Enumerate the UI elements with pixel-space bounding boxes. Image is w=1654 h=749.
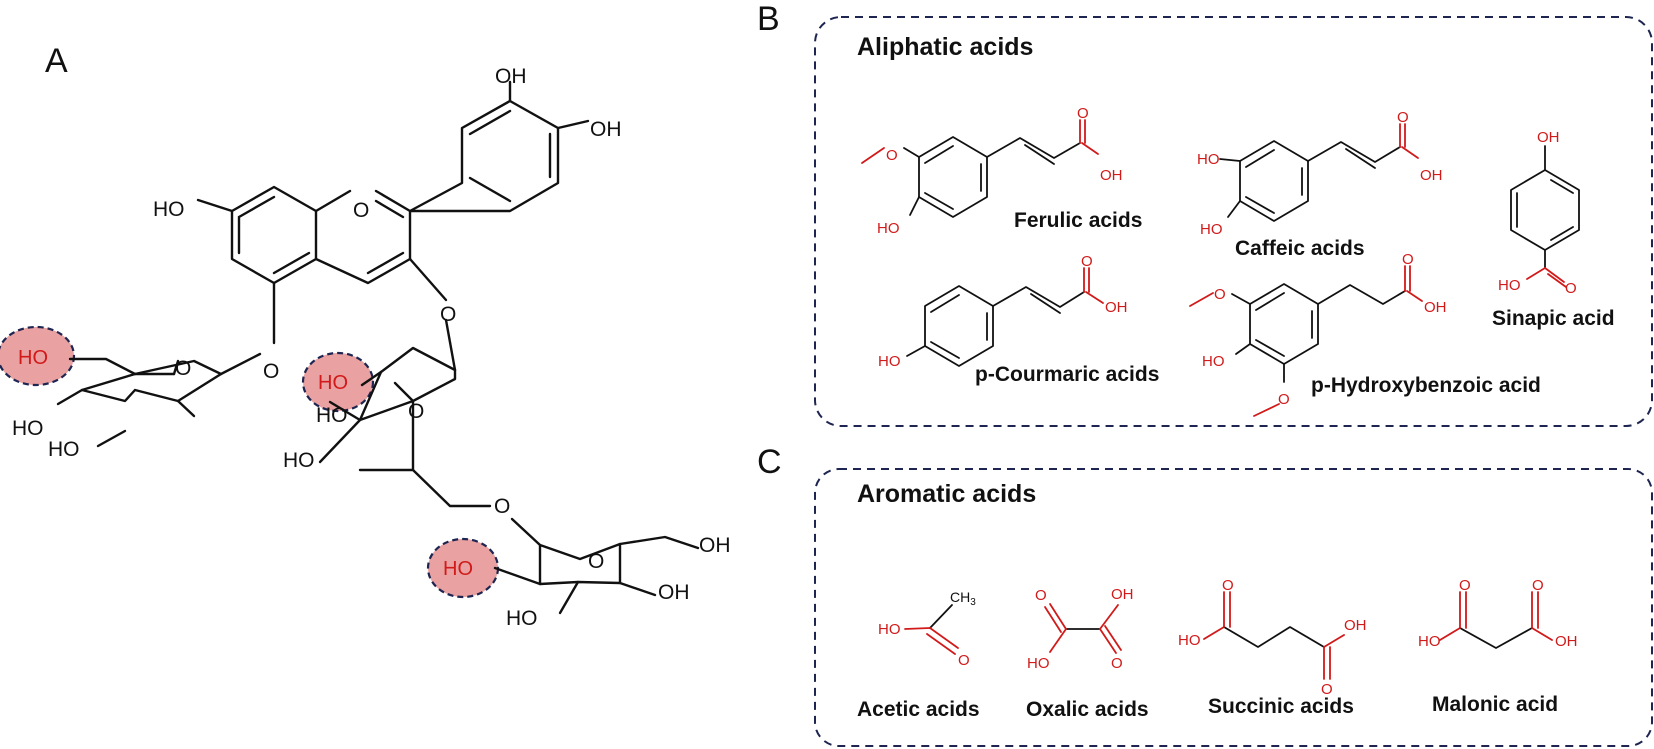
hydroxyl-label: OH <box>1537 129 1560 146</box>
carboxyl-oh-label: OH <box>1424 299 1447 316</box>
hydroxyl-label: OH <box>1555 633 1578 650</box>
acetic-acid-structure <box>904 604 959 655</box>
hydroxyl-label: HO <box>1418 633 1441 650</box>
compound-name: Ferulic acids <box>1014 209 1142 232</box>
hydroxyl-label: HO <box>1178 632 1201 649</box>
glycosidic-oxygen-label: O <box>263 360 279 383</box>
hydroxyl-label: HO <box>283 449 315 472</box>
ring-oxygen-label: O <box>175 357 191 380</box>
panel-b-box <box>814 16 1653 427</box>
highlighted-hydroxyl-label: HO <box>318 372 348 394</box>
p-coumaric-acid-structure <box>906 267 1104 367</box>
carbonyl-oxygen-label: O <box>1402 251 1414 268</box>
compound-name: Oxalic acids <box>1026 698 1149 721</box>
panel-c-box <box>814 468 1653 747</box>
hydroxyl-label: HO <box>1202 353 1225 370</box>
panel-a-label: A <box>45 42 68 80</box>
methoxy-oxygen-label: O <box>886 147 898 164</box>
hydroxyl-label: OH <box>699 534 731 557</box>
highlighted-hydroxyl-label: HO <box>18 347 48 369</box>
carbonyl-oxygen-label: O <box>1532 577 1544 594</box>
compound-name: p-Courmaric acids <box>975 363 1159 386</box>
hydroxyl-label: HO <box>506 607 538 630</box>
methoxy-oxygen-label: O <box>1214 286 1226 303</box>
carbonyl-oxygen-label: O <box>1565 280 1577 297</box>
hydroxyl-label: OH <box>1344 617 1367 634</box>
carbonyl-oxygen-label: O <box>1035 587 1047 604</box>
hydroxyl-label: OH <box>590 118 622 141</box>
hydroxyl-label: HO <box>1498 277 1521 294</box>
ring-oxygen-label: O <box>588 550 604 573</box>
anthocyanin-structure <box>56 80 700 615</box>
caffeic-acid-structure <box>1219 123 1419 222</box>
carbonyl-oxygen-label: O <box>1081 253 1093 270</box>
sinapic-acid-structure <box>1510 145 1580 288</box>
hydroxyl-label: HO <box>1027 655 1050 672</box>
carboxyl-oh-label: OH <box>1100 167 1123 184</box>
hydroxyl-label: HO <box>877 220 900 237</box>
hydroxyl-label: OH <box>658 581 690 604</box>
malonic-acid-structure <box>1439 591 1553 649</box>
carboxyl-oh-label: OH <box>1105 299 1128 316</box>
highlight-hydroxyl-2 <box>301 351 375 413</box>
hydroxyl-label: OH <box>1111 586 1134 603</box>
hydroxyl-label: HO <box>316 404 348 427</box>
hydroxyl-label: HO <box>12 417 44 440</box>
methoxy-oxygen-label: O <box>1278 391 1290 408</box>
oxalic-acid-structure <box>1044 603 1122 654</box>
p-hydroxybenzoic-acid-structure <box>1189 265 1423 417</box>
hydroxyl-label: HO <box>878 353 901 370</box>
carbonyl-oxygen-label: O <box>1111 655 1123 672</box>
hydroxyl-label: HO <box>153 198 185 221</box>
methyl-label: CH3 <box>950 589 976 608</box>
hydroxyl-label: OH <box>495 65 527 88</box>
compound-name: Acetic acids <box>857 698 980 721</box>
compound-name: Caffeic acids <box>1235 237 1365 260</box>
succinic-acid-structure <box>1203 591 1345 680</box>
hydroxyl-label: HO <box>1197 151 1220 168</box>
carbonyl-oxygen-label: O <box>1077 105 1089 122</box>
panel-c-label: C <box>757 443 782 481</box>
compound-name: p-Hydroxybenzoic acid <box>1311 374 1541 397</box>
hydroxyl-label: HO <box>1200 221 1223 238</box>
panel-b-label: B <box>757 0 780 38</box>
compound-name: Malonic acid <box>1432 693 1558 716</box>
carbonyl-oxygen-label: O <box>1222 577 1234 594</box>
panel-b-title: Aliphatic acids <box>857 33 1033 61</box>
glycosidic-oxygen-label: O <box>440 303 456 326</box>
highlight-hydroxyl-1 <box>0 325 76 387</box>
hydroxyl-label: HO <box>48 438 80 461</box>
panel-c-title: Aromatic acids <box>857 480 1036 508</box>
glycosidic-oxygen-label: O <box>494 495 510 518</box>
carbonyl-oxygen-label: O <box>1459 577 1471 594</box>
compound-name: Succinic acids <box>1208 695 1354 718</box>
hydroxyl-label: HO <box>878 621 901 638</box>
ferulic-acid-structure <box>861 119 1099 218</box>
carbonyl-oxygen-label: O <box>1321 681 1333 698</box>
carbonyl-oxygen-label: O <box>958 652 970 669</box>
carbonyl-oxygen-label: O <box>1397 109 1409 126</box>
compound-name: Sinapic acid <box>1492 307 1615 330</box>
carboxyl-oh-label: OH <box>1420 167 1443 184</box>
highlighted-hydroxyl-label: HO <box>443 558 473 580</box>
ring-oxygen-label: O <box>408 400 424 423</box>
ring-oxygen-label: O <box>353 199 369 222</box>
